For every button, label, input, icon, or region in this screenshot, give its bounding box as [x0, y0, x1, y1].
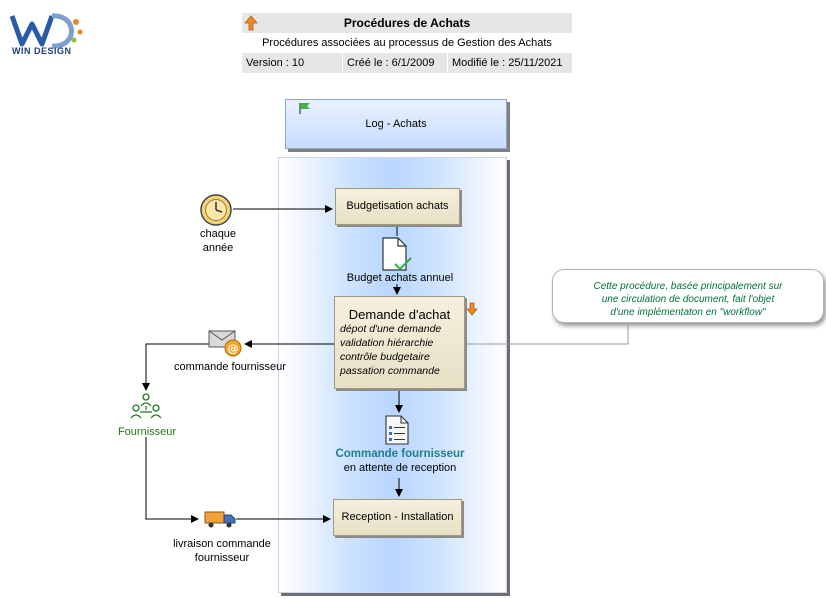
page-title: Procédures de Achats — [242, 13, 572, 33]
demande-step: validation hiérarchie — [340, 337, 434, 349]
livraison-label-line2: fournisseur — [194, 552, 250, 564]
commande-doc-title: Commande fournisseur — [335, 448, 465, 460]
process-reception[interactable]: Reception - Installation — [333, 499, 462, 536]
page-subtitle: Procédures associées au processus de Ges… — [242, 33, 572, 53]
document-check-icon[interactable] — [381, 236, 413, 274]
timer-label-line2: année — [202, 242, 234, 254]
callout-line: d'une implémentaton en "workflow" — [610, 307, 766, 318]
flag-icon — [299, 103, 310, 114]
email-icon[interactable]: @ — [208, 328, 244, 358]
metadata-bar: Version : 10 Créé le : 6/1/2009 Modifié … — [242, 53, 572, 73]
created-label: Créé le : 6/1/2009 — [343, 53, 448, 73]
svg-text:@: @ — [228, 342, 239, 355]
modified-label: Modifié le : 25/11/2021 — [452, 57, 563, 69]
livraison-label-line1: livraison commande — [173, 538, 271, 550]
demande-title: Demande d'achat — [348, 307, 451, 322]
actor-label: Fournisseur — [117, 426, 177, 438]
callout-line: Cette procédure, basée principalement su… — [593, 281, 783, 292]
demande-step: contrôle budgetaire — [340, 351, 430, 363]
annotation-callout: Cette procédure, basée principalement su… — [552, 269, 824, 323]
demande-step: dépot d'une demande — [340, 323, 442, 335]
arrow-down-icon[interactable] — [466, 302, 478, 316]
pool-label: Log - Achats — [365, 118, 427, 130]
process-demande-achat[interactable]: Demande d'achat dépot d'une demande vali… — [334, 296, 465, 389]
version-label: Version : 10 — [242, 53, 343, 73]
delivery-truck-icon[interactable] — [204, 509, 236, 529]
arrow-up-icon[interactable] — [244, 15, 258, 31]
process-budgetisation[interactable]: Budgetisation achats — [335, 188, 460, 225]
pool-header[interactable]: Log - Achats — [285, 99, 507, 149]
header-panel: Procédures de Achats Procédures associée… — [242, 13, 572, 73]
commande-doc-subtitle: en attente de reception — [343, 462, 457, 474]
checklist-document-icon[interactable] — [384, 414, 410, 446]
clock-icon[interactable] — [200, 194, 232, 226]
commande-message-label: commande fournisseur — [174, 361, 286, 373]
demande-step: passation commande — [340, 365, 440, 377]
group-actor-icon[interactable] — [130, 392, 162, 420]
timer-label-line1: chaque — [199, 228, 237, 240]
logo-text: WIN DESIGN — [12, 46, 72, 56]
callout-line: une circulation de document, fait l'obje… — [601, 294, 775, 305]
budget-annuel-label: Budget achats annuel — [346, 272, 454, 284]
windesign-logo-icon — [9, 13, 83, 49]
